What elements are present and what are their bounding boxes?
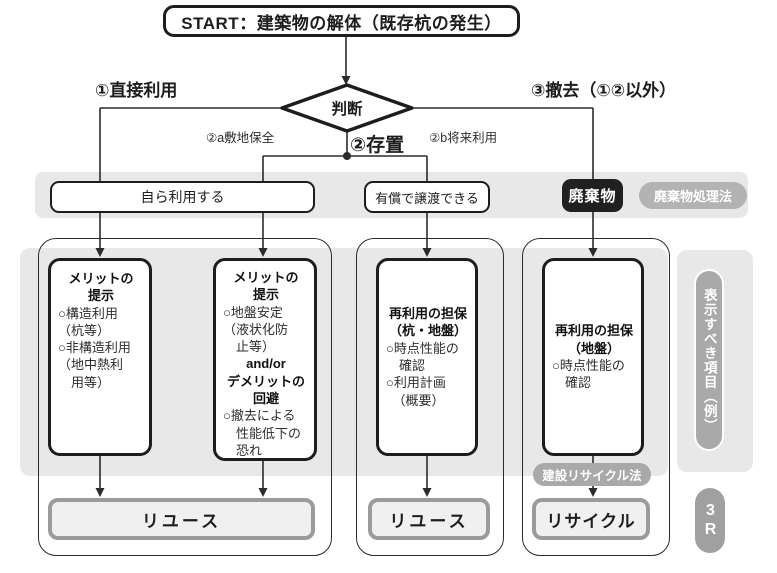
outcome-reuse-2-label: リユース bbox=[389, 511, 469, 531]
display-items-side-pill-label: 表示すべき項目（例） bbox=[701, 287, 717, 433]
item-box-2-header-merit: メリットの 提示 bbox=[233, 270, 299, 303]
arrowheads bbox=[95, 76, 598, 497]
item-box-4-header: 再利用の担保 （地盤） bbox=[554, 323, 633, 356]
outcome-recycle-label: リサイクル bbox=[546, 511, 636, 531]
item-box-3-header: 再利用の担保 （杭・地盤） bbox=[388, 306, 467, 339]
paid-transfer-label: 有償で譲渡できる bbox=[375, 190, 479, 206]
decision-diamond bbox=[280, 83, 414, 133]
branch-label-future-use: ②b将来利用 bbox=[429, 131, 498, 145]
item-box-1-body: ○構造利用 （杭等） ○非構造利用 （地中熱利 用等） bbox=[58, 305, 131, 390]
item-box-3-body: ○時点性能の 確認 ○利用計画 （概要） bbox=[386, 340, 459, 408]
group-container-future-use bbox=[356, 238, 504, 556]
waste-law-badge: 廃棄物処理法 bbox=[639, 182, 747, 209]
branch-label-leave-in-place: ②存置 bbox=[350, 135, 405, 156]
item-box-future-use: 再利用の担保 （杭・地盤） ○時点性能の 確認 ○利用計画 （概要） bbox=[376, 258, 478, 456]
paid-transfer-node: 有償で譲渡できる bbox=[364, 181, 490, 213]
item-box-direct-use: メリットの 提示 ○構造利用 （杭等） ○非構造利用 （地中熱利 用等） bbox=[48, 258, 152, 456]
item-box-2-body-merit: ○地盤安定 （液状化防 止等） bbox=[223, 304, 289, 355]
start-node-label: START：建築物の解体（既存杭の発生） bbox=[181, 13, 502, 33]
group-container-removal bbox=[522, 238, 670, 556]
waste-law-badge-label: 廃棄物処理法 bbox=[653, 189, 732, 204]
outcome-reuse-1-label: リユース bbox=[141, 511, 222, 531]
recycle-law-badge-label: 建設リサイクル法 bbox=[542, 469, 642, 483]
waste-label: 廃棄物 bbox=[568, 188, 617, 205]
item-box-removal: 再利用の担保 （地盤） ○時点性能の 確認 bbox=[542, 258, 644, 456]
outcome-reuse-1: リユース bbox=[48, 498, 315, 540]
branch-label-site-preservation: ②a敷地保全 bbox=[206, 131, 275, 145]
display-items-side-pill: 表示すべき項目（例） bbox=[694, 269, 724, 451]
waste-node: 廃棄物 bbox=[562, 179, 623, 212]
three-r-badge-label: 3R bbox=[702, 501, 719, 540]
outcome-recycle: リサイクル bbox=[532, 498, 650, 540]
item-box-4-body: ○時点性能の 確認 bbox=[552, 358, 625, 391]
recycle-law-badge: 建設リサイクル法 bbox=[533, 463, 651, 486]
branch-label-direct-use: ①直接利用 bbox=[95, 81, 178, 100]
group-container-direct-and-site bbox=[38, 238, 332, 556]
item-box-1-header: メリットの 提示 bbox=[68, 271, 134, 304]
item-box-2-body-demerit: ○撤去による 性能低下の 恐れ bbox=[223, 408, 302, 458]
self-use-node: 自ら利用する bbox=[50, 181, 315, 213]
start-node: START：建築物の解体（既存杭の発生） bbox=[163, 5, 520, 37]
self-use-label: 自ら利用する bbox=[140, 189, 225, 205]
item-box-2-header-demerit: デメリットの 回避 bbox=[226, 373, 305, 406]
three-r-badge: 3R bbox=[695, 488, 725, 553]
decision-node-label: 判断 bbox=[331, 101, 363, 118]
outcome-reuse-2: リユース bbox=[368, 498, 490, 540]
branch-label-removal: ③撤去（①②以外） bbox=[531, 81, 677, 100]
item-box-2-andor: and/or bbox=[246, 356, 286, 372]
item-box-site-preservation: メリットの 提示 ○地盤安定 （液状化防 止等） and/or デメリットの 回… bbox=[213, 258, 317, 461]
